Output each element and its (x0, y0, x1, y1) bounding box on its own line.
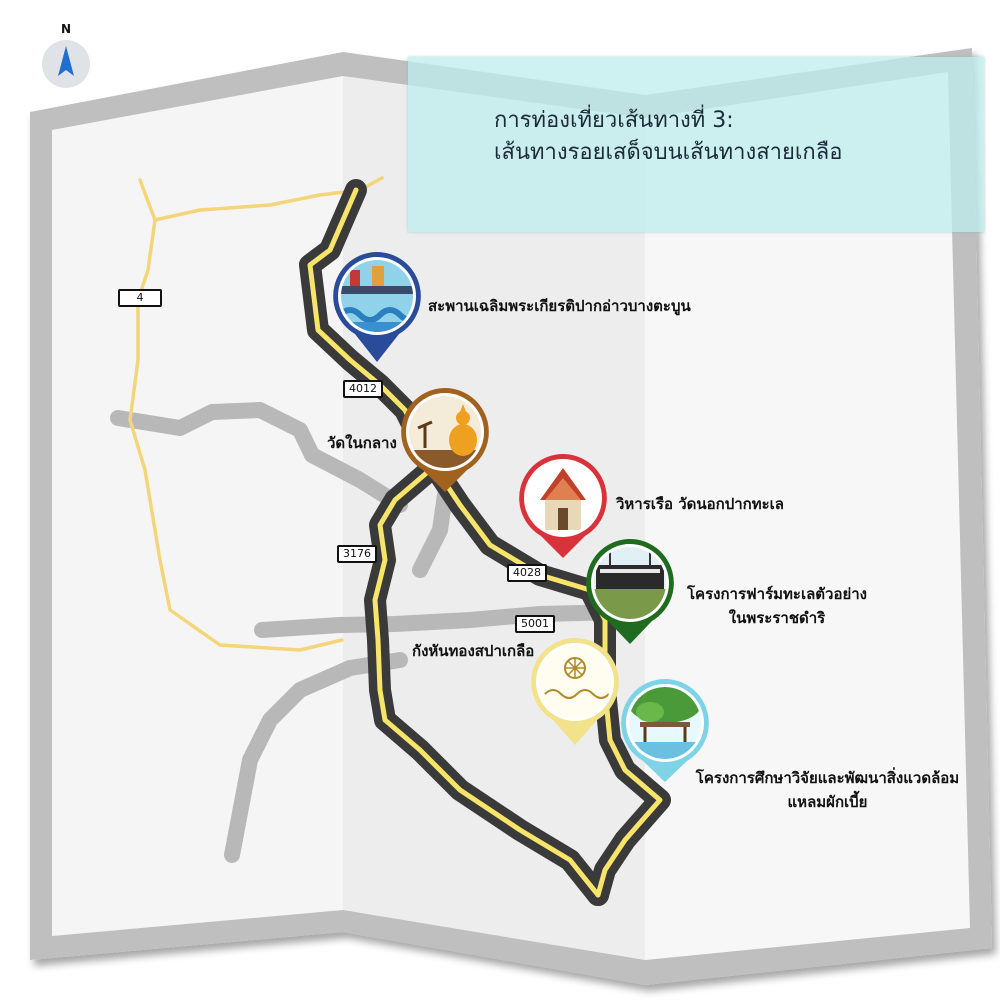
map-panel-right (645, 72, 970, 960)
map-pin-vihara[interactable] (519, 454, 607, 558)
place-label-farm-line2: ในพระราชดำริ (728, 609, 826, 627)
route-subtitle: เส้นทางรอยเสด็จบนเส้นทางสายเกลือ (494, 140, 843, 165)
place-label-kung-hun: กังหันทองสปาเกลือ (412, 642, 535, 660)
place-label-wat-nai-klang: วัดในกลาง (327, 434, 397, 452)
bridge-icon (341, 260, 413, 332)
windmill-logo-icon (539, 646, 611, 718)
route-badge-4: 4 (118, 289, 162, 307)
route-badge-3176: 3176 (337, 545, 377, 563)
route-badge-4028: 4028 (507, 564, 547, 582)
place-label-farm-line1: โครงการฟาร์มทะเลตัวอย่าง (687, 585, 867, 603)
map-pin-bridge[interactable] (333, 252, 421, 362)
temple-icon (527, 462, 599, 534)
compass-north-label: N (60, 22, 72, 36)
map-pin-farm[interactable] (586, 539, 674, 644)
main-route (299, 179, 671, 906)
map-pin-kung-hun[interactable] (531, 638, 619, 745)
map-panel-left (52, 76, 343, 936)
map-pin-mangrove[interactable] (621, 679, 709, 782)
map-pin-wat-nai-klang[interactable] (401, 388, 489, 492)
compass-arrow-icon (42, 40, 90, 88)
mangrove-icon (629, 687, 701, 759)
place-label-mangrove: โครงการศึกษาวิจัยและพัฒนาสิ่งแวดล้อม แหล… (680, 766, 975, 814)
route-title: การท่องเที่ยวเส้นทางที่ 3: (494, 108, 734, 133)
place-label-bridge: สะพานเฉลิมพระเกียรติปากอ่าวบางตะบูน (428, 297, 691, 315)
route-badge-4012: 4012 (343, 380, 383, 398)
place-label-mangrove-line1: โครงการศึกษาวิจัยและพัฒนาสิ่งแวดล้อม (695, 769, 960, 787)
grey-roads (110, 402, 628, 863)
place-label-farm: โครงการฟาร์มทะเลตัวอย่าง ในพระราชดำริ (677, 582, 877, 630)
place-label-mangrove-line2: แหลมผักเบี้ย (787, 793, 868, 811)
route-badge-5001: 5001 (515, 615, 555, 633)
farm-sign-icon (594, 547, 666, 619)
compass: N (40, 22, 92, 88)
place-label-vihara: วิหารเรือ วัดนอกปากทะเล (616, 495, 785, 513)
title-panel: การท่องเที่ยวเส้นทางที่ 3: เส้นทางรอยเสด… (408, 57, 984, 232)
